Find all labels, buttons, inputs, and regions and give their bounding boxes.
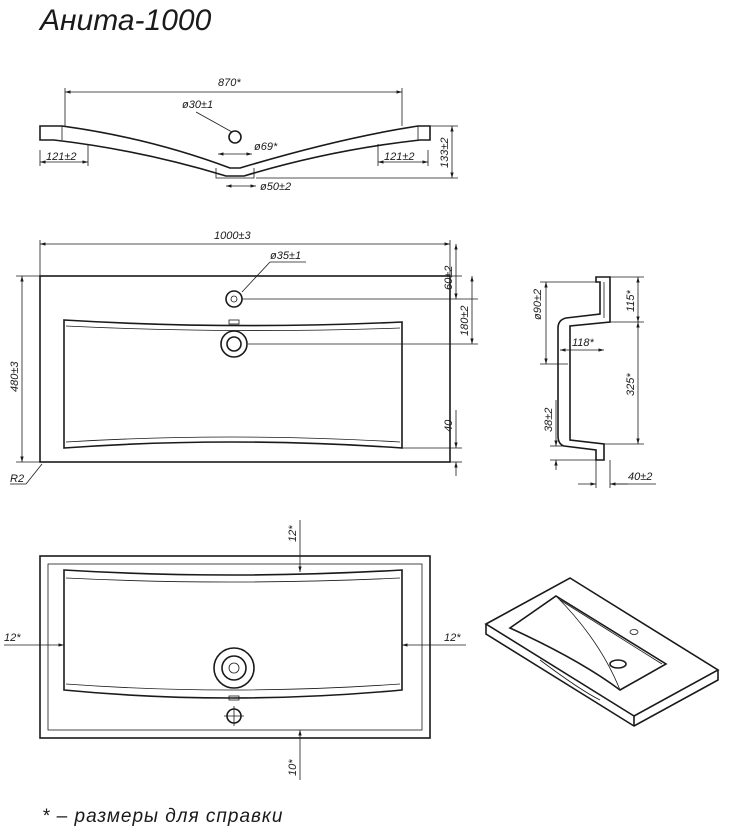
plan-view: 1000±3 ø35±1 480±3 60±2 180±2 40 R2 <box>9 230 478 485</box>
section-view: 870* ø30±1 ø69* ø50±2 121±2 121±2 133±2 <box>39 77 458 193</box>
dim-radius: R2 <box>10 473 24 485</box>
dim-drain: ø50±2 <box>260 181 291 193</box>
footnote: * – размеры для справки <box>42 806 283 827</box>
dim-rim-left: 121±2 <box>46 151 77 163</box>
dim-bottom-right: 12* <box>444 632 461 644</box>
dim-top-offset: 60±2 <box>443 266 455 290</box>
dim-section-width: 870* <box>218 77 241 89</box>
dim-bowl: ø69* <box>254 141 278 153</box>
dim-bottom-bottom: 10* <box>287 759 299 776</box>
side-view: 115* 325* ø90±2 118* 38±2 40±2 <box>532 276 656 488</box>
dim-side-inner: 118* <box>572 337 595 349</box>
drawing-title: Анита-1000 <box>38 4 212 37</box>
dim-faucet-hole: ø35±1 <box>270 250 301 262</box>
dim-drain-offset: 180±2 <box>459 305 471 336</box>
dim-side-rim: ø90±2 <box>532 289 544 320</box>
dim-bottom-left: 12* <box>4 632 21 644</box>
dim-side-base: 40±2 <box>628 471 652 483</box>
dim-bottom-margin: 40 <box>443 419 455 432</box>
dim-rim-right: 121±2 <box>384 151 415 163</box>
dim-plan-depth: 480±3 <box>9 361 21 392</box>
dim-side-bottom: 38±2 <box>543 408 555 432</box>
isometric-view <box>484 577 720 727</box>
bottom-view: 12* 12* 12* 10* <box>4 520 466 780</box>
dim-plan-width: 1000±3 <box>214 230 252 242</box>
dim-hole-top: ø30±1 <box>182 99 213 111</box>
dim-side-bowl: 325* <box>625 373 637 396</box>
dim-bottom-top: 12* <box>287 525 299 542</box>
dim-side-top: 115* <box>625 289 637 312</box>
dim-section-height: 133±2 <box>439 137 451 168</box>
